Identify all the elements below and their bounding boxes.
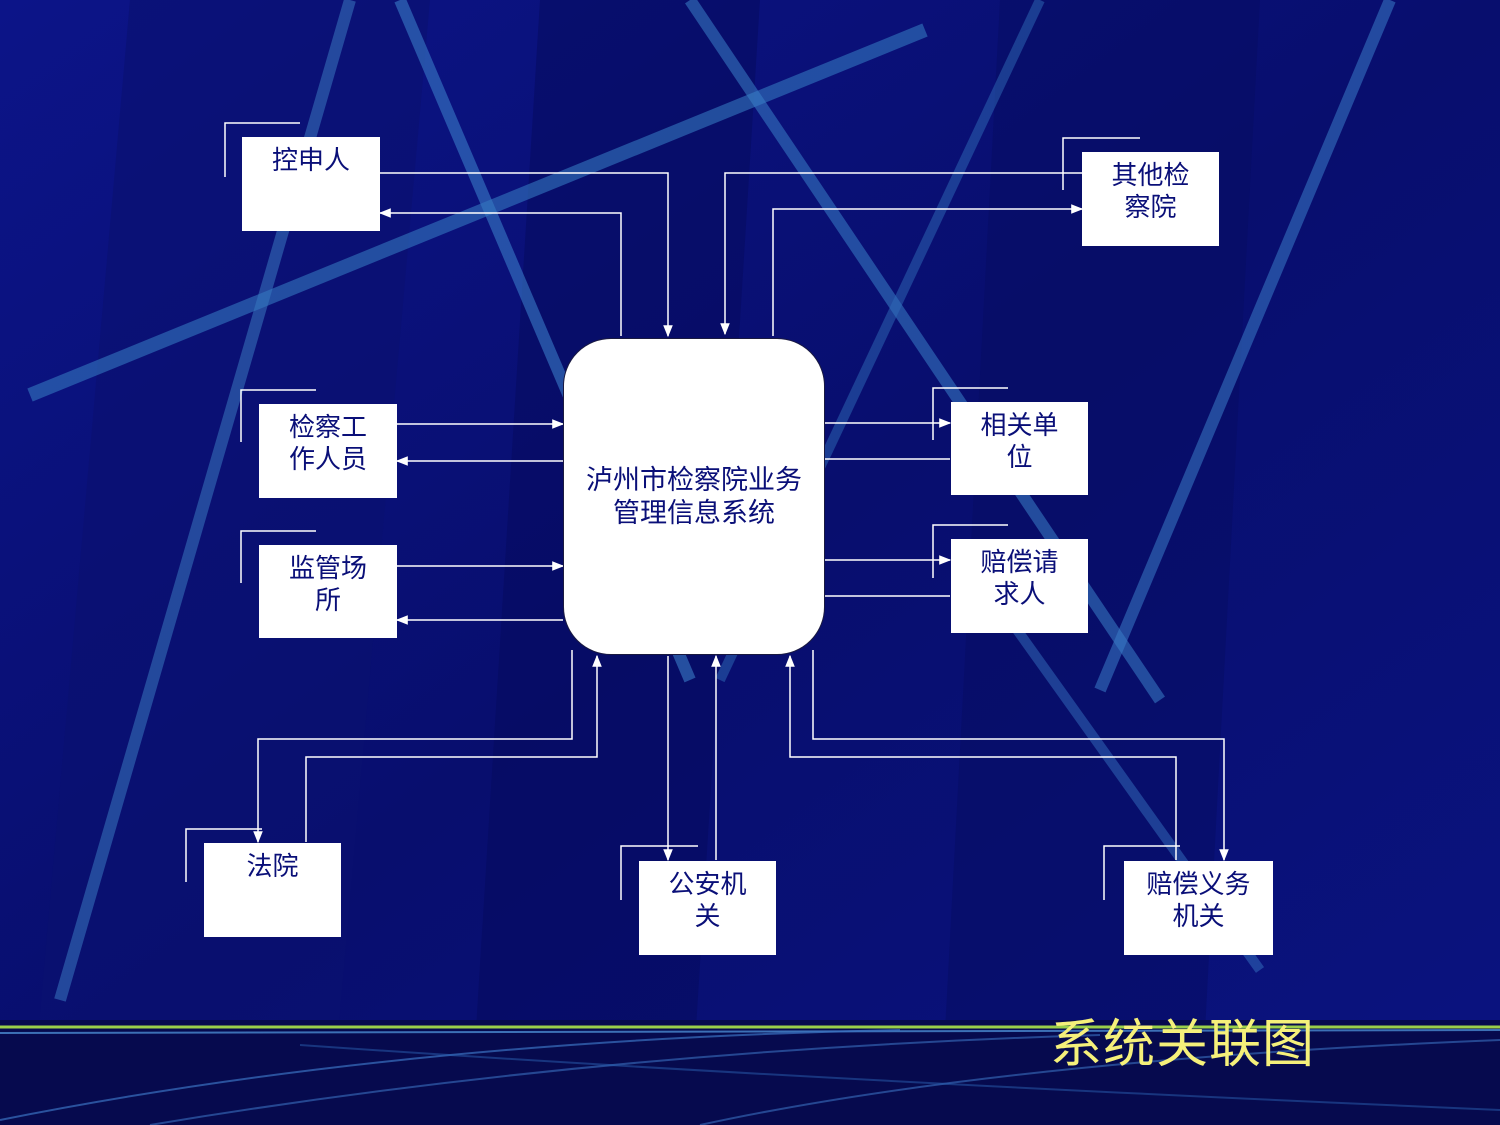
entity-detention-facility-line1: 监管场 — [288, 554, 367, 584]
flow-system-to-obligor — [812, 650, 1229, 862]
flow-other-proc-to-system — [720, 172, 1082, 336]
bracket-court — [185, 828, 262, 882]
entity-complainant-label: 控申人 — [271, 146, 350, 176]
entity-court-label: 法院 — [246, 852, 299, 882]
entity-other-procuratorate: 其他检 察院 — [1082, 152, 1219, 246]
flow-court-to-system — [305, 654, 602, 842]
entity-compensation-claimant: 赔偿请 求人 — [951, 539, 1088, 633]
slide-title: 系统关联图 — [1050, 1015, 1316, 1075]
central-system-box: 泸州市检察院业务管理信息系统 — [563, 338, 825, 655]
entity-detention-facility: 监管场 所 — [259, 545, 397, 638]
entity-complainant: 控申人 — [242, 137, 380, 231]
flow-system-to-complainant — [378, 208, 622, 336]
bracket-detention — [240, 530, 316, 583]
bracket-prosecutor-staff — [240, 389, 316, 442]
flow-system-to-court — [253, 650, 573, 844]
bracket-obligor — [1103, 845, 1180, 900]
entity-detention-facility-line2: 所 — [314, 586, 341, 616]
entity-compensation-obligor-line2: 机关 — [1172, 902, 1225, 932]
entity-compensation-obligor: 赔偿义务 机关 — [1124, 861, 1273, 955]
flow-system-to-other-proc — [772, 204, 1084, 336]
flow-complainant-to-system — [380, 172, 673, 338]
entity-public-security-line1: 公安机 — [668, 870, 747, 900]
entity-compensation-claimant-line1: 赔偿请 — [980, 548, 1059, 578]
entity-prosecutor-staff-line2: 作人员 — [288, 445, 367, 475]
entity-public-security-line2: 关 — [694, 902, 721, 932]
entity-compensation-obligor-line1: 赔偿义务 — [1146, 870, 1251, 900]
bracket-complainant — [224, 122, 300, 177]
flow-obligor-to-system — [785, 654, 1177, 860]
entity-public-security: 公安机 关 — [639, 861, 776, 955]
entity-other-procuratorate-line2: 察院 — [1124, 193, 1177, 223]
entity-compensation-claimant-line2: 求人 — [993, 580, 1046, 610]
entity-related-unit: 相关单 位 — [951, 402, 1088, 495]
central-system-label: 泸州市检察院业务管理信息系统 — [586, 464, 802, 529]
entity-related-unit-line1: 相关单 — [980, 411, 1059, 441]
bracket-public-security — [620, 845, 698, 900]
entity-prosecutor-staff-line1: 检察工 — [288, 413, 367, 443]
entity-related-unit-line2: 位 — [1006, 443, 1033, 473]
entity-court: 法院 — [204, 843, 341, 937]
entity-prosecutor-staff: 检察工 作人员 — [259, 404, 397, 498]
entity-other-procuratorate-line1: 其他检 — [1111, 161, 1190, 191]
